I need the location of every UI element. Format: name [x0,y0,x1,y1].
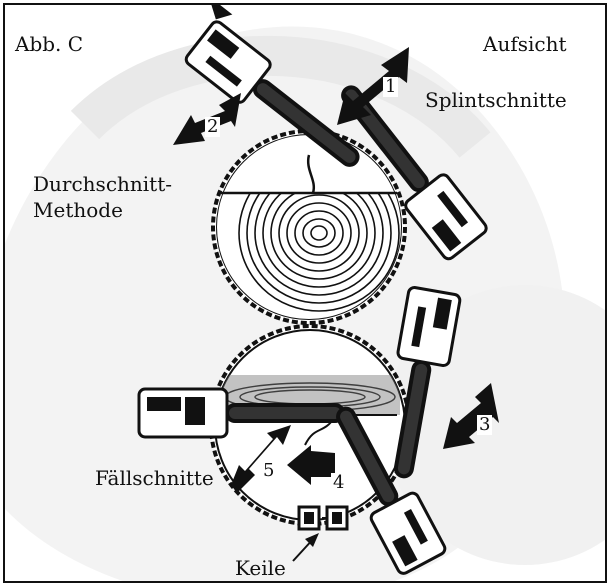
method-label-line1: Durchschnitt- [33,173,172,196]
wedge-icon [327,507,347,529]
step-2-label: 2 [205,117,220,137]
step-1-label: 1 [383,77,398,97]
wedges-label: Keile [235,557,286,580]
log-cross-section-top [205,125,415,333]
step-5-label: 5 [261,461,276,481]
felling-cuts-label: Fällschnitte [95,467,214,490]
wedge-pointer-arrow [293,533,319,561]
diagram-frame: Abb. C Aufsicht Splintschnitte Durchschn… [3,3,607,583]
figure-label: Abb. C [15,33,83,56]
view-label: Aufsicht [483,33,567,56]
wedge-icon [299,507,319,529]
splint-cuts-label: Splintschnitte [425,89,567,112]
step-3-label: 3 [477,415,492,435]
method-label-line2: Methode [33,199,123,222]
step-4-label: 4 [331,473,346,493]
